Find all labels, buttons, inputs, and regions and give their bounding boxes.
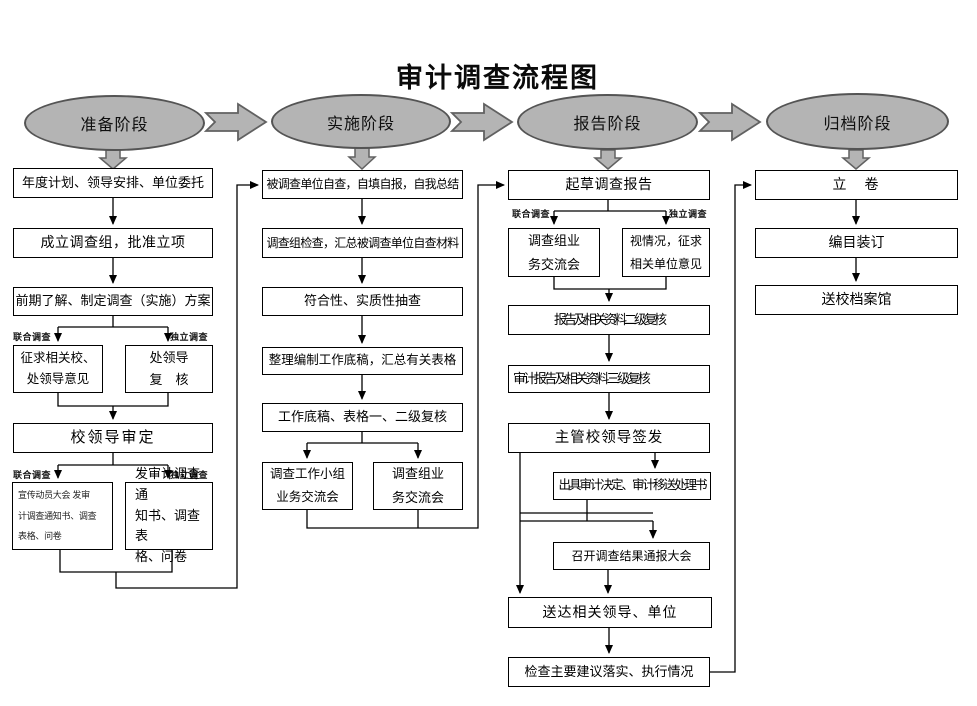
flow-box-annual-plan: 年度计划、领导安排、单位委托: [13, 168, 213, 198]
flow-box-independent-review: 处领导 复 核: [125, 345, 213, 393]
flow-box-two-level-review: 工作底稿、表格一、二级复核: [262, 403, 463, 432]
flow-box-joint-seek-opinion: 征求相关校、 处领导意见: [13, 345, 103, 393]
phase-down-arrow-icon: [592, 149, 624, 170]
flow-box-self-check: 被调查单位自查，自填自报，自我总结: [262, 170, 463, 199]
branch-label-independent: 独立调查: [170, 332, 209, 342]
flow-box-working-papers: 整理编制工作底稿，汇总有关表格: [262, 347, 463, 375]
flow-box-issue-decision: 出具审计决定、审计移送处理书: [553, 472, 711, 500]
phase-ellipse-archive: 归档阶段: [766, 93, 949, 150]
connector: [710, 181, 752, 673]
phase-label: 准备阶段: [80, 117, 149, 134]
flow-box-team-check: 调查组检查，汇总被调查单位自查材料: [262, 228, 463, 258]
flow-box-send-archives: 送校档案馆: [755, 285, 958, 315]
branch-label-independent: 独立调查: [669, 209, 708, 219]
phase-ellipse-report: 报告阶段: [517, 94, 698, 150]
flow-box-third-review: 审计报告及相关资料三级复核: [508, 365, 710, 393]
flow-box-briefing-meeting: 召开调查结果通报大会: [553, 542, 710, 570]
connector: [306, 181, 505, 529]
phase-arrow-right-icon: [449, 102, 514, 142]
flow-box-make-plan: 前期了解、制定调查（实施）方案: [13, 287, 213, 316]
flow-box-check-implementation: 检查主要建议落实、执行情况: [508, 657, 710, 687]
branch-label-joint: 联合调查: [512, 209, 551, 219]
flow-box-joint-exchange-meeting: 调查组业 务交流会: [508, 228, 600, 277]
branch-label-independent: 独立调查: [170, 470, 209, 480]
branch-label-joint: 联合调查: [13, 470, 52, 480]
flow-box-leader-sign: 主管校领导签发: [508, 423, 710, 453]
connector: [57, 393, 169, 407]
phase-label: 归档阶段: [823, 115, 892, 133]
flow-box-sampling: 符合性、实质性抽查: [262, 287, 463, 316]
flow-box-second-review: 报告及相关资料二级复核: [508, 305, 710, 335]
flow-box-binding: 编目装订: [755, 228, 958, 258]
flow-box-leader-approve: 校领导审定: [13, 423, 213, 453]
flow-box-establish-team: 成立调查组，批准立项: [13, 228, 213, 258]
page-title: 审计调查流程图: [396, 63, 599, 93]
phase-label: 实施阶段: [326, 115, 395, 133]
phase-ellipse-prepare: 准备阶段: [24, 95, 205, 151]
phase-down-arrow-icon: [840, 149, 872, 170]
flow-box-draft-report: 起草调查报告: [508, 170, 710, 200]
flow-box-deliver: 送达相关领导、单位: [508, 597, 712, 628]
flow-box-independent-notice: 发审计调查通 知书、调查表 格、问卷: [125, 466, 213, 564]
branch-label-joint: 联合调查: [13, 332, 52, 342]
phase-arrow-right-icon: [697, 102, 762, 142]
flow-box-joint-mobilize-notice: 宣传动员大会 发审 计调查通知书、调查 表格、问卷: [12, 482, 113, 550]
phase-label: 报告阶段: [573, 116, 642, 133]
flow-box-seek-unit-opinion: 视情况，征求 相关单位意见: [622, 228, 710, 277]
flow-box-team-meeting: 调查组业 务交流会: [373, 462, 463, 510]
phase-arrow-right-icon: [203, 102, 268, 142]
phase-ellipse-implement: 实施阶段: [271, 94, 451, 149]
flow-box-filing: 立 卷: [755, 170, 958, 200]
connector: [115, 181, 259, 589]
connector: [553, 277, 667, 290]
phase-down-arrow-icon: [347, 147, 377, 171]
phase-down-arrow-icon: [97, 149, 129, 170]
flow-box-workgroup-meeting: 调查工作小组 业务交流会: [262, 462, 353, 510]
